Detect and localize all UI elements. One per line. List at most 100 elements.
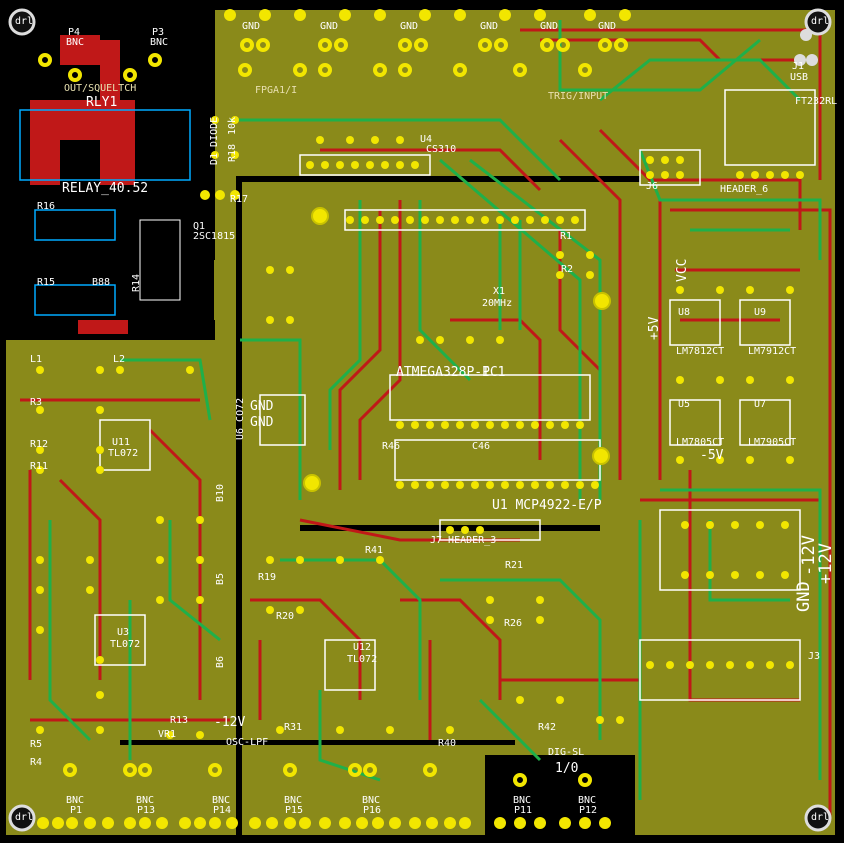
r41-label: R41 [365, 545, 384, 556]
lm7812-label: LM7812CT [676, 346, 725, 357]
gnd-label: GND [242, 21, 261, 32]
connector-type: BNC [212, 795, 231, 806]
gnd-label-1: GND [250, 399, 274, 414]
r4-label: R4 [30, 757, 43, 768]
j3-label: J3 [808, 651, 821, 662]
connector-type: BNC [150, 37, 169, 48]
r2-label: R2 [561, 264, 574, 275]
gnd-label: GND [400, 21, 419, 32]
usb-label: USB [790, 72, 809, 83]
l1-label: L1 [30, 354, 43, 365]
r18-value: 10k [227, 116, 238, 135]
r5-label: R5 [30, 739, 43, 750]
u4-part: CS310 [426, 144, 457, 155]
connector-ref: P12 [579, 805, 598, 816]
q1-label: Q1 [193, 221, 206, 232]
connector-ref: P14 [213, 805, 232, 816]
u11-label: U11 [112, 437, 131, 448]
q1-part: 2SC1815 [193, 231, 236, 242]
u5-label: U5 [678, 399, 691, 410]
connector-type: BNC [66, 37, 85, 48]
vcc-label: VCC [675, 258, 690, 282]
gnd-label: GND [480, 21, 499, 32]
r16-label: R16 [37, 201, 56, 212]
gnd-label: GND [540, 21, 559, 32]
r19-label: R19 [258, 572, 277, 583]
crystal-label: 20MHz [482, 298, 513, 309]
b10-label: B10 [215, 483, 226, 502]
lm7912-label: LM7912CT [748, 346, 797, 357]
fpga-label: FPGA1/I [255, 85, 298, 96]
connector-ref: P13 [137, 805, 156, 816]
tl072-b-label: TL072 [110, 639, 141, 650]
r14-label: R14 [131, 273, 142, 292]
r17-label: R17 [230, 194, 249, 205]
l2-label: L2 [113, 354, 126, 365]
dac-label: U1 MCP4922-E/P [492, 498, 602, 513]
r40-label: R40 [438, 738, 457, 749]
r12-label: R12 [30, 439, 49, 450]
relay-ref: RLY1 [86, 95, 118, 110]
j6-label: J6 [646, 181, 659, 192]
connector-ref: P3 [152, 27, 165, 38]
connector-ref: P15 [285, 805, 304, 816]
tl072-c-label: TL072 [347, 654, 378, 665]
connector-type: BNC [578, 795, 597, 806]
j1-label: J1 [792, 61, 805, 72]
minus5v-label: -5V [700, 448, 724, 463]
dig-sl-label: DIG-SL [548, 747, 585, 758]
connector-type: BNC [362, 795, 381, 806]
diode-label: D1 DIODE [209, 116, 220, 165]
c46-label: C46 [472, 441, 491, 452]
r11-label: R11 [30, 461, 49, 472]
corner-mark-bottom-right: drl [811, 812, 830, 823]
tl072-a-label: TL072 [108, 448, 139, 459]
r15-value: B88 [92, 277, 111, 288]
connector-type: BNC [136, 795, 155, 806]
r15-label: R15 [37, 277, 56, 288]
plus12v-label: +12V [816, 543, 836, 584]
connector-type: BNC [66, 795, 85, 806]
r26-label: R26 [504, 618, 523, 629]
r46-label: R46 [382, 441, 401, 452]
u7-label: U7 [754, 399, 767, 410]
r42-label: R42 [538, 722, 557, 733]
connector-ref: P11 [514, 805, 533, 816]
vr1-label: VR1 [158, 729, 177, 740]
u12-label: U12 [353, 642, 372, 653]
atmega-label: ATMEGA328P-P [396, 365, 490, 380]
b6-label: B6 [215, 655, 226, 668]
r18-label: R18 [227, 143, 238, 162]
gnd-label: GND [598, 21, 617, 32]
r1-label: R1 [560, 231, 573, 242]
x1-label: X1 [493, 286, 506, 297]
lm7805-label: LM7805CT [676, 437, 725, 448]
connector-ref: P16 [363, 805, 382, 816]
plus5v-label: +5V [647, 316, 662, 340]
osc-label: OSC-LPF [226, 737, 269, 748]
r20-label: R20 [276, 611, 295, 622]
u8-label: U8 [678, 307, 691, 318]
u6-label: U6 CO72 [235, 397, 246, 440]
b5-label: B5 [215, 572, 226, 585]
gnd-label: GND [320, 21, 339, 32]
ic1-label: IC1 [482, 365, 506, 380]
relay-part: RELAY_40.52 [62, 181, 149, 196]
connector-type: BNC [513, 795, 532, 806]
r3-label: R3 [30, 397, 43, 408]
corner-mark-bottom-left: drl [15, 812, 34, 823]
u9-label: U9 [754, 307, 767, 318]
connector-ref: P4 [68, 27, 81, 38]
j7-label: J7 HEADER_3 [430, 535, 497, 546]
r13-label: R13 [170, 715, 189, 726]
trig-input-label: TRIG/INPUT [548, 91, 609, 102]
corner-mark-top-right: drl [811, 16, 830, 27]
ft232-label: FT232RL [795, 96, 838, 107]
r21-label: R21 [505, 560, 524, 571]
header6-label: HEADER_6 [720, 184, 769, 195]
u3-label: U3 [117, 627, 130, 638]
lm7905-label: LM7905CT [748, 437, 797, 448]
neg12-left-label: -12V [214, 715, 246, 730]
